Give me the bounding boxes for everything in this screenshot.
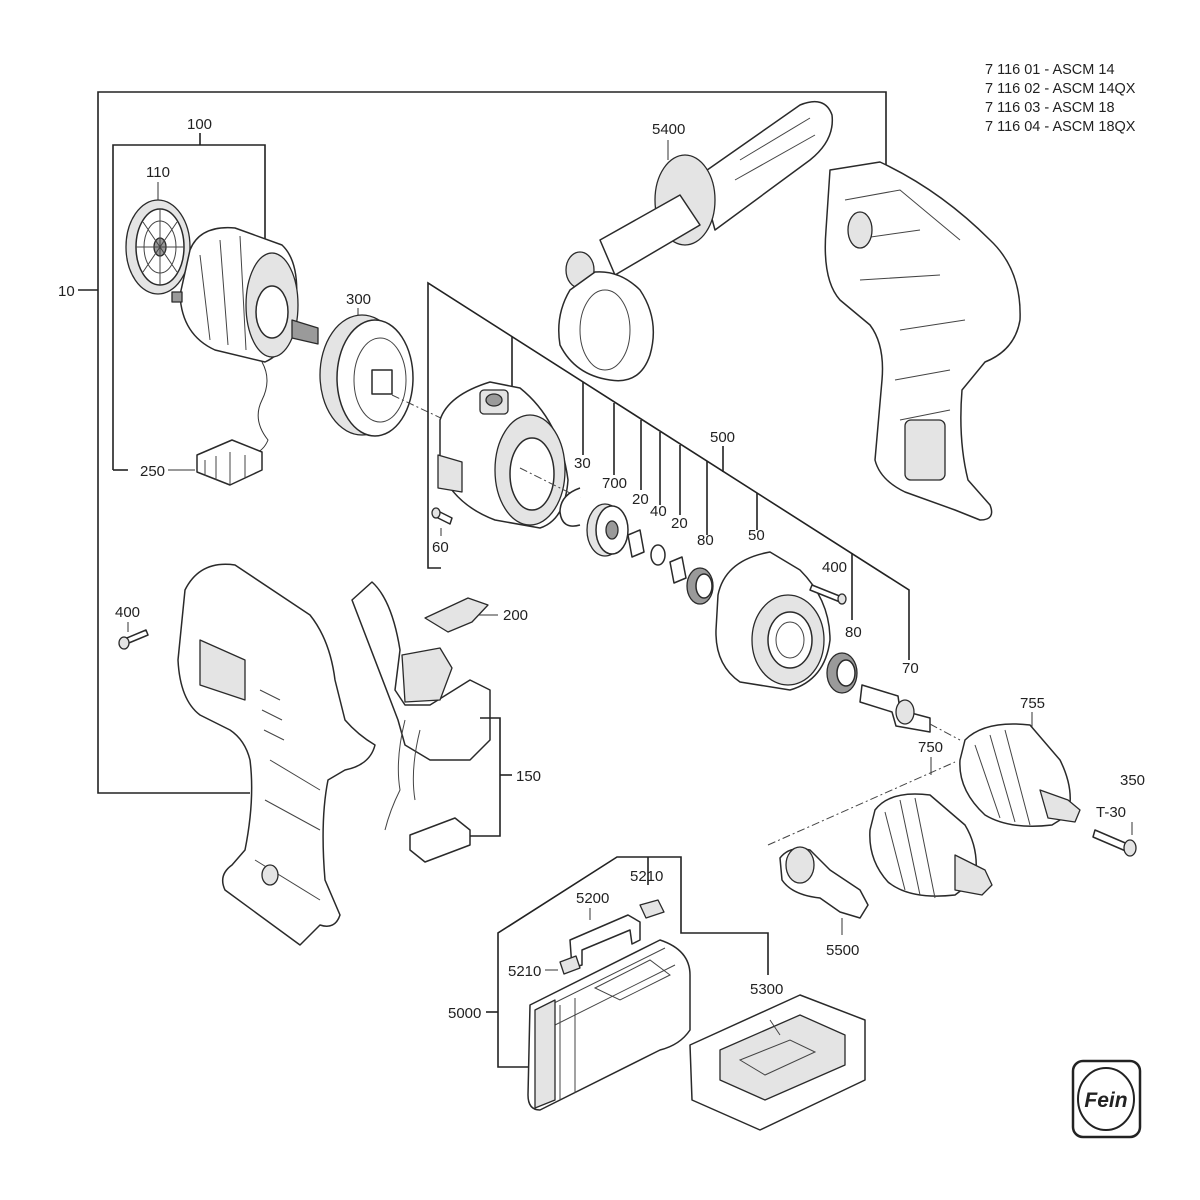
axis-line [767, 761, 956, 846]
screw-350: 350 T-30 [1092, 772, 1145, 857]
label-755: 755 [1020, 695, 1045, 712]
label-300: 300 [346, 291, 371, 308]
circlip-30: 30 [559, 455, 591, 527]
fein-logo-text: Fein [1084, 1089, 1127, 1112]
bracket-gearbox: 500 [427, 281, 910, 660]
latches-5210 [559, 899, 665, 975]
model-1: 7 116 01 - ASCM 14 [985, 62, 1115, 78]
label-110: 110 [146, 164, 170, 181]
side-handle-5400: 5400 [558, 100, 834, 382]
model-3: 7 116 03 - ASCM 18 [985, 100, 1115, 116]
label-70: 70 [902, 660, 919, 677]
label-700: 700 [602, 475, 627, 492]
case-insert-5300 [689, 994, 866, 1131]
chuck-755: 755 [959, 695, 1081, 827]
model-2: 7 116 02 - ASCM 14QX [985, 81, 1136, 97]
label-5500: 5500 [826, 942, 859, 959]
label-80a: 80 [697, 532, 714, 549]
label-250: 250 [140, 463, 165, 480]
housing-right [824, 161, 1021, 521]
label-100: 100 [187, 116, 212, 133]
spindle-70: 70 [859, 660, 961, 741]
label-5300: 5300 [750, 981, 783, 998]
label-400b: 400 [115, 604, 140, 621]
label-150: 150 [516, 768, 541, 785]
gear-head-50: 50 [715, 527, 831, 691]
model-4: 7 116 04 - ASCM 18QX [985, 119, 1136, 135]
bearing-80a: 80 [686, 532, 714, 605]
bracket-10: 10 [58, 91, 887, 794]
connector-250 [196, 439, 263, 486]
label-40: 40 [650, 503, 667, 520]
label-750: 750 [918, 739, 943, 756]
screw-400a: 400 [809, 559, 847, 605]
chuck-750: 750 [869, 739, 993, 899]
bracket-100: 100 250 [112, 116, 266, 480]
label-20b: 20 [671, 515, 688, 532]
label-60: 60 [432, 539, 449, 556]
adapter-5500: 5500 [779, 846, 869, 959]
label-350: 350 [1120, 772, 1145, 789]
label-T30: T-30 [1096, 804, 1126, 821]
gear-housing [437, 381, 581, 529]
fein-logo: Fein [1071, 1059, 1142, 1139]
bearing-80b: 80 [826, 624, 862, 694]
label-5000: 5000 [448, 1005, 481, 1022]
label-5400: 5400 [652, 121, 685, 138]
label-30: 30 [574, 455, 591, 472]
label-5210a: 5210 [630, 868, 663, 885]
label-10: 10 [58, 283, 75, 300]
lever-200: 200 [424, 597, 528, 633]
case-body [527, 939, 691, 1111]
screw-400b: 400 [115, 604, 149, 650]
label-200: 200 [503, 607, 528, 624]
label-5210b: 5210 [508, 963, 541, 980]
ring-300: 300 [319, 291, 446, 437]
model-list: 7 116 01 - ASCM 14 7 116 02 - ASCM 14QX … [985, 62, 1136, 135]
housing-left [177, 563, 376, 946]
label-20a: 20 [632, 491, 649, 508]
label-500: 500 [710, 429, 735, 446]
screw-60: 60 [431, 507, 453, 556]
switch-150: 150 [351, 581, 541, 863]
label-50: 50 [748, 527, 765, 544]
label-80b: 80 [845, 624, 862, 641]
motor [171, 226, 319, 456]
washers: 20 40 20 [627, 491, 688, 584]
gear-700: 700 [586, 475, 629, 557]
label-400a: 400 [822, 559, 847, 576]
bracket-5000: 5000 5210 5200 5210 5300 [448, 856, 783, 1068]
label-5200: 5200 [576, 890, 609, 907]
fan-110: 110 [125, 164, 191, 295]
